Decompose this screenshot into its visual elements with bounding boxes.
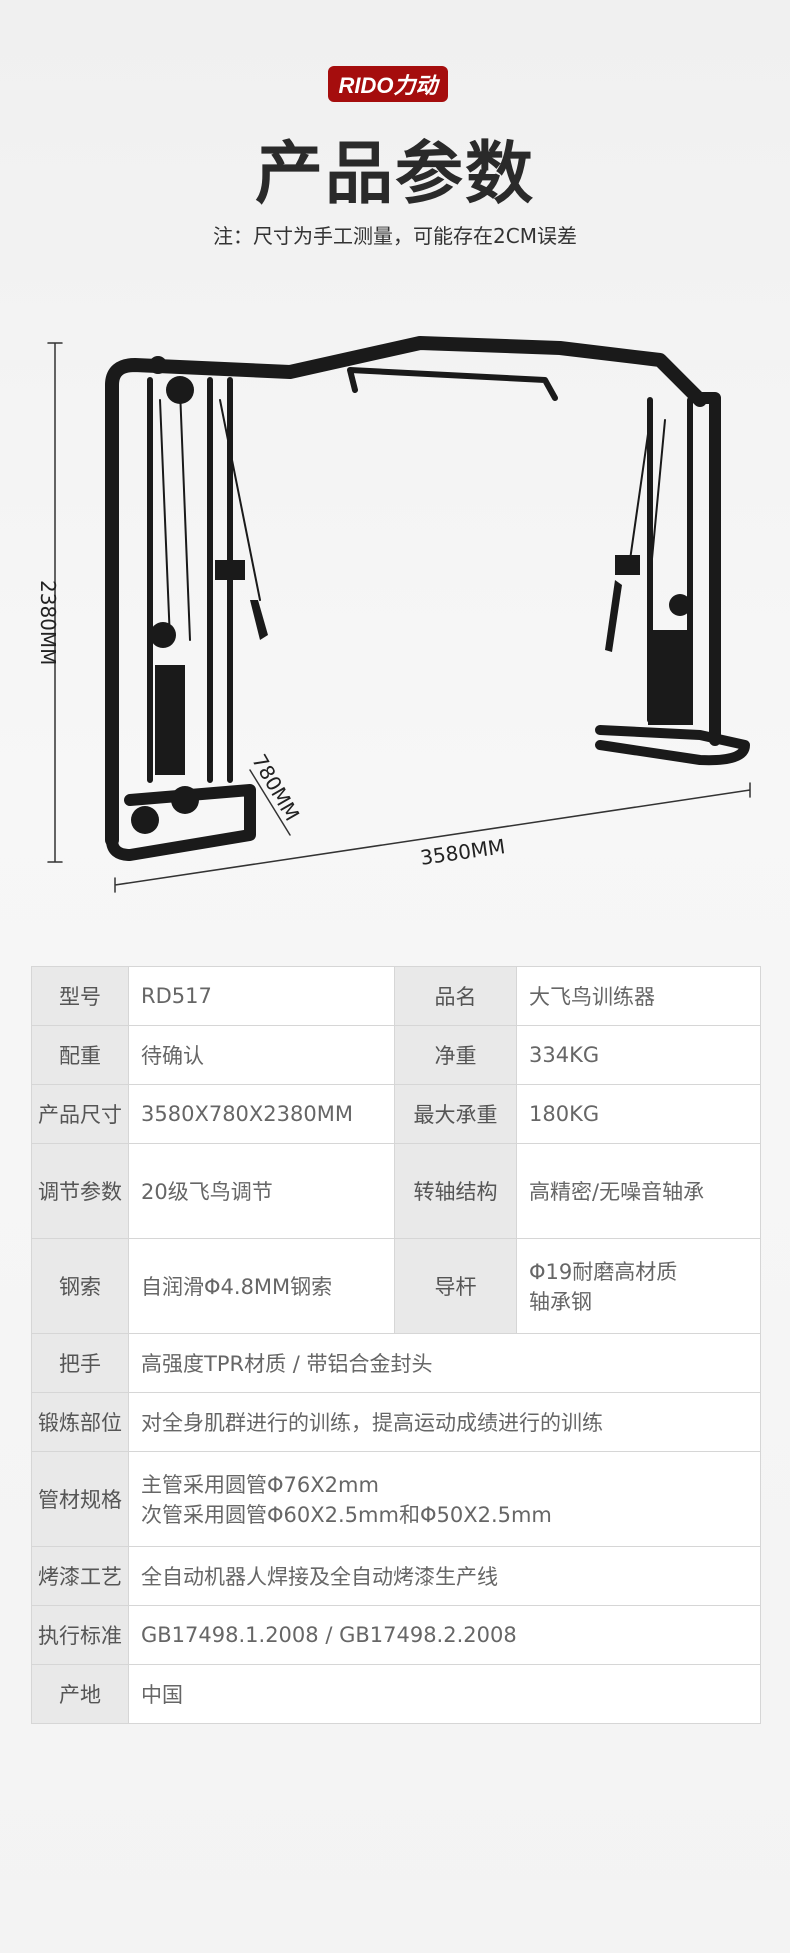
brand-logo: RIDO力动 <box>328 66 448 102</box>
height-dimension: 2380MM <box>36 580 60 666</box>
table-row: 烤漆工艺全自动机器人焊接及全自动烤漆生产线 <box>31 1546 761 1606</box>
spec-label: 烤漆工艺 <box>31 1546 129 1606</box>
spec-value: 中国 <box>128 1664 761 1724</box>
table-row: 把手高强度TPR材质 / 带铝合金封头 <box>31 1333 761 1393</box>
spec-value: 全自动机器人焊接及全自动烤漆生产线 <box>128 1546 761 1606</box>
measurement-note: 注：尺寸为手工测量，可能存在2CM误差 <box>213 224 577 248</box>
spec-label: 型号 <box>31 966 129 1026</box>
spec-label: 最大承重 <box>394 1084 517 1144</box>
page-title: 产品参数 <box>254 135 535 214</box>
spec-value-line: 次管采用圆管Φ60X2.5mm和Φ50X2.5mm <box>141 1503 552 1527</box>
spec-label: 配重 <box>31 1025 129 1085</box>
spec-value: 20级飞鸟调节 <box>128 1143 395 1239</box>
spec-label: 转轴结构 <box>394 1143 517 1239</box>
spec-value: 高精密/无噪音轴承 <box>516 1143 761 1239</box>
product-image: 2380MM 780MM 3580MM <box>0 320 790 900</box>
spec-value: 主管采用圆管Φ76X2mm 次管采用圆管Φ60X2.5mm和Φ50X2.5mm <box>128 1451 761 1547</box>
spec-value: 334KG <box>516 1025 761 1085</box>
spec-label: 执行标准 <box>31 1605 129 1665</box>
table-row: 锻炼部位对全身肌群进行的训练，提高运动成绩进行的训练 <box>31 1392 761 1452</box>
spec-label: 产品尺寸 <box>31 1084 129 1144</box>
spec-label: 钢索 <box>31 1238 129 1334</box>
spec-value: 自润滑Φ4.8MM钢索 <box>128 1238 395 1334</box>
table-row: 产地中国 <box>31 1664 761 1724</box>
spec-value-line: 主管采用圆管Φ76X2mm <box>141 1473 379 1497</box>
spec-label: 把手 <box>31 1333 129 1393</box>
spec-value: 对全身肌群进行的训练，提高运动成绩进行的训练 <box>128 1392 761 1452</box>
spec-value: 180KG <box>516 1084 761 1144</box>
table-row: 管材规格主管采用圆管Φ76X2mm 次管采用圆管Φ60X2.5mm和Φ50X2.5… <box>31 1451 761 1547</box>
spec-value: 高强度TPR材质 / 带铝合金封头 <box>128 1333 761 1393</box>
spec-label: 导杆 <box>394 1238 517 1334</box>
cable-crossover-machine-illustration <box>47 336 751 893</box>
spec-value: GB17498.1.2008 / GB17498.2.2008 <box>128 1605 761 1665</box>
spec-label: 净重 <box>394 1025 517 1085</box>
spec-label: 调节参数 <box>31 1143 129 1239</box>
spec-value: 待确认 <box>128 1025 395 1085</box>
spec-value: 大飞鸟训练器 <box>516 966 761 1026</box>
spec-label: 品名 <box>394 966 517 1026</box>
spec-value-line: Φ19耐磨高材质 <box>529 1260 678 1284</box>
spec-label: 锻炼部位 <box>31 1392 129 1452</box>
spec-value-line: 轴承钢 <box>529 1290 592 1314</box>
spec-value: 3580X780X2380MM <box>128 1084 395 1144</box>
spec-value: RD517 <box>128 966 395 1026</box>
spec-value: Φ19耐磨高材质轴承钢 <box>516 1238 761 1334</box>
spec-label: 产地 <box>31 1664 129 1724</box>
spec-label: 管材规格 <box>31 1451 129 1547</box>
